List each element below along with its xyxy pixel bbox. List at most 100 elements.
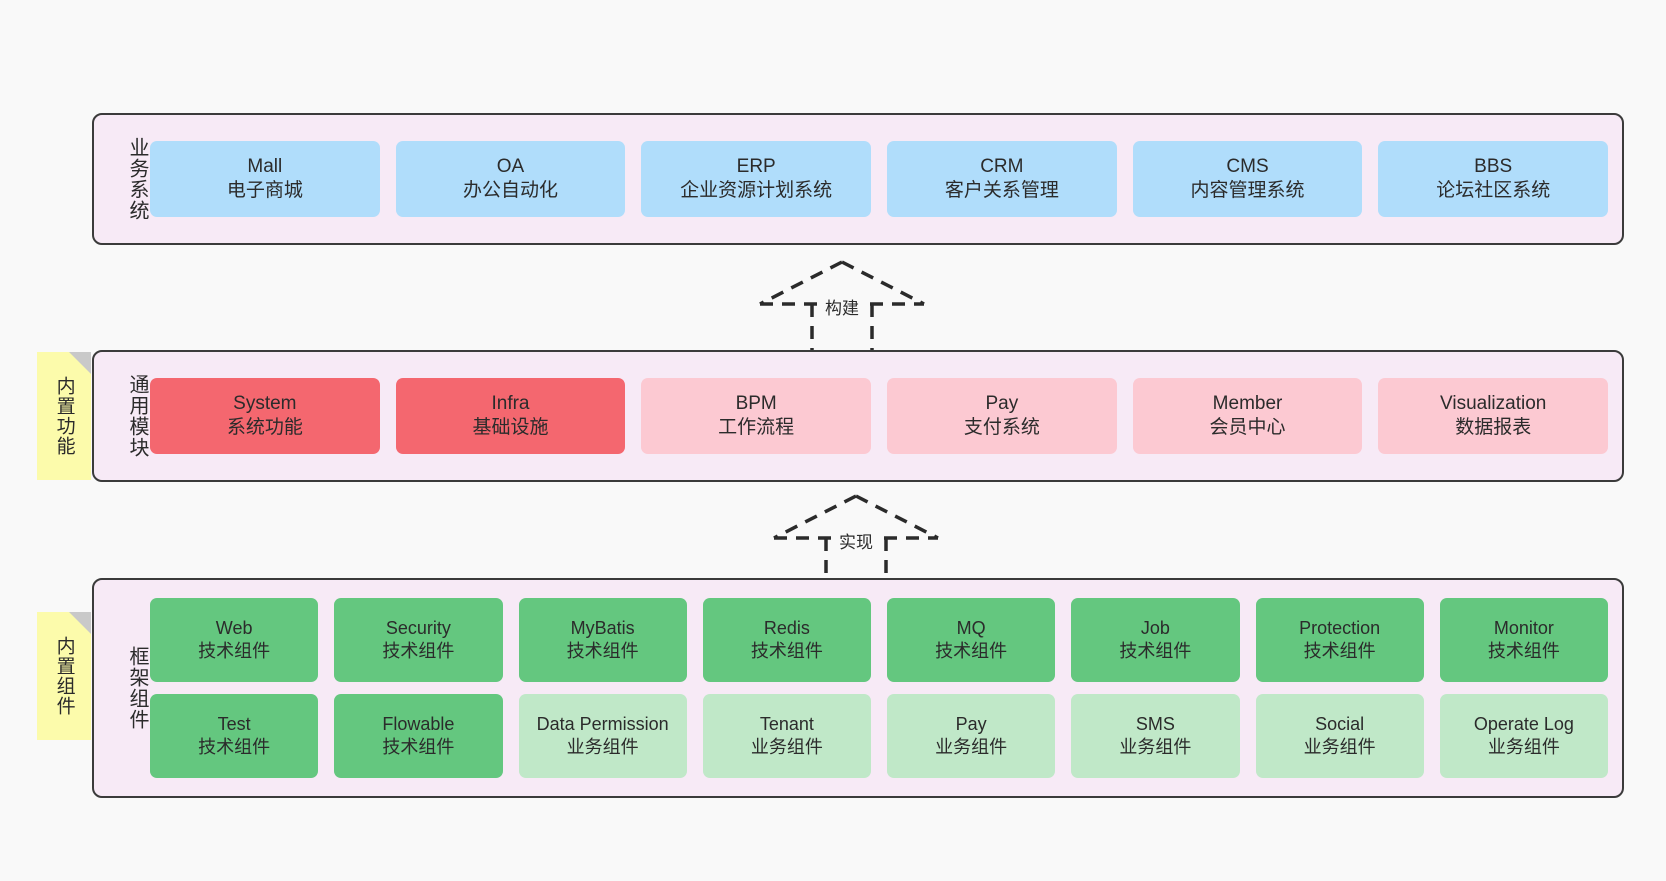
node-subtitle: 业务组件 bbox=[750, 737, 823, 757]
node-row-framework-biz: Test 技术组件 Flowable 技术组件 Data Permission … bbox=[150, 694, 1608, 778]
node-title: Visualization bbox=[1440, 393, 1547, 415]
node-oa[interactable]: OA 办公自动化 bbox=[395, 141, 626, 217]
node-title: Job bbox=[1140, 618, 1170, 639]
node-redis[interactable]: Redis 技术组件 bbox=[702, 598, 871, 682]
node-crm[interactable]: CRM 客户关系管理 bbox=[887, 141, 1117, 217]
layer-label-common: 通用模块 bbox=[126, 374, 148, 458]
connector-realize: 实现 bbox=[756, 492, 956, 592]
node-subtitle: 系统功能 bbox=[226, 417, 303, 438]
layer-body-framework: Web 技术组件 Security 技术组件 MyBatis 技术组件 Redi… bbox=[148, 580, 1622, 796]
layer-label-business: 业务系统 bbox=[126, 137, 148, 221]
node-member[interactable]: Member 会员中心 bbox=[1132, 378, 1363, 454]
node-title: CMS bbox=[1226, 156, 1269, 178]
layer-framework-components: 框架组件 Web 技术组件 Security 技术组件 MyBatis 技术组件… bbox=[92, 578, 1624, 798]
node-subtitle: 技术组件 bbox=[1119, 641, 1192, 661]
node-subtitle: 业务组件 bbox=[1119, 737, 1192, 757]
node-row-framework-tech: Web 技术组件 Security 技术组件 MyBatis 技术组件 Redi… bbox=[150, 598, 1608, 682]
layer-business-systems: 业务系统 Mall 电子商城 OA 办公自动化 ERP 企业资源计划系统 CRM… bbox=[92, 113, 1624, 245]
node-erp[interactable]: ERP 企业资源计划系统 bbox=[641, 141, 872, 217]
node-mall[interactable]: Mall 电子商城 bbox=[150, 141, 380, 217]
node-subtitle: 技术组件 bbox=[382, 737, 455, 757]
node-subtitle: 技术组件 bbox=[935, 641, 1008, 661]
node-flowable[interactable]: Flowable 技术组件 bbox=[334, 694, 503, 778]
node-title: Security bbox=[385, 618, 451, 639]
sticky-note-builtin-features: 内置功能 bbox=[37, 352, 91, 480]
node-title: Pay bbox=[985, 393, 1019, 415]
node-mq[interactable]: MQ 技术组件 bbox=[887, 598, 1056, 682]
node-social[interactable]: Social 业务组件 bbox=[1255, 694, 1424, 778]
arrowhead-right-edge bbox=[841, 260, 925, 306]
node-protection[interactable]: Protection 技术组件 bbox=[1255, 598, 1424, 682]
node-title: Infra bbox=[491, 393, 530, 415]
node-subtitle: 论坛社区系统 bbox=[1436, 180, 1551, 201]
node-row-business: Mall 电子商城 OA 办公自动化 ERP 企业资源计划系统 CRM 客户关系… bbox=[150, 141, 1609, 217]
node-cms[interactable]: CMS 内容管理系统 bbox=[1132, 141, 1363, 217]
node-subtitle: 技术组件 bbox=[198, 641, 271, 661]
node-subtitle: 客户关系管理 bbox=[944, 180, 1059, 201]
node-title: SMS bbox=[1135, 714, 1175, 735]
node-title: BPM bbox=[735, 393, 777, 415]
node-web[interactable]: Web 技术组件 bbox=[150, 598, 319, 682]
node-operate-log[interactable]: Operate Log 业务组件 bbox=[1439, 694, 1608, 778]
node-title: Test bbox=[217, 714, 251, 735]
node-subtitle: 会员中心 bbox=[1209, 417, 1286, 438]
node-title: Redis bbox=[763, 618, 810, 639]
node-title: Data Permission bbox=[536, 714, 669, 735]
node-subtitle: 基础设施 bbox=[472, 417, 549, 438]
connector-label-realize: 实现 bbox=[837, 528, 875, 553]
node-title: ERP bbox=[736, 156, 776, 178]
node-subtitle: 技术组件 bbox=[1303, 641, 1376, 661]
connector-build: 构建 bbox=[742, 258, 942, 358]
node-title: OA bbox=[496, 156, 525, 178]
node-subtitle: 技术组件 bbox=[566, 641, 639, 661]
sticky-note-builtin-components: 内置组件 bbox=[37, 612, 91, 740]
node-title: MQ bbox=[956, 618, 986, 639]
node-subtitle: 业务组件 bbox=[935, 737, 1008, 757]
node-subtitle: 数据报表 bbox=[1455, 417, 1532, 438]
folded-corner-icon bbox=[69, 352, 91, 374]
node-subtitle: 技术组件 bbox=[198, 737, 271, 757]
node-title: Pay bbox=[955, 714, 987, 735]
arrowhead-right-edge bbox=[855, 494, 939, 540]
sticky-note-label: 内置组件 bbox=[53, 636, 75, 716]
node-subtitle: 技术组件 bbox=[382, 641, 455, 661]
node-system[interactable]: System 系统功能 bbox=[150, 378, 380, 454]
node-sms[interactable]: SMS 业务组件 bbox=[1071, 694, 1240, 778]
node-title: Mall bbox=[247, 156, 283, 178]
node-job[interactable]: Job 技术组件 bbox=[1071, 598, 1240, 682]
node-subtitle: 业务组件 bbox=[1487, 737, 1560, 757]
node-title: Flowable bbox=[382, 714, 455, 735]
node-subtitle: 办公自动化 bbox=[463, 180, 559, 201]
node-title: Web bbox=[215, 618, 253, 639]
node-bpm[interactable]: BPM 工作流程 bbox=[641, 378, 872, 454]
node-subtitle: 电子商城 bbox=[226, 180, 303, 201]
node-bbs[interactable]: BBS 论坛社区系统 bbox=[1378, 141, 1609, 217]
layer-label-framework: 框架组件 bbox=[126, 646, 148, 730]
node-title: BBS bbox=[1474, 156, 1513, 178]
node-title: Tenant bbox=[759, 714, 814, 735]
node-security[interactable]: Security 技术组件 bbox=[334, 598, 503, 682]
node-title: Protection bbox=[1299, 618, 1381, 639]
node-subtitle: 技术组件 bbox=[750, 641, 823, 661]
node-subtitle: 业务组件 bbox=[566, 737, 639, 757]
node-pay-module[interactable]: Pay 支付系统 bbox=[887, 378, 1117, 454]
node-title: System bbox=[233, 393, 297, 415]
layer-common-modules: 通用模块 System 系统功能 Infra 基础设施 BPM 工作流程 Pay… bbox=[92, 350, 1624, 482]
arrowhead-left-edge bbox=[759, 260, 843, 306]
node-infra[interactable]: Infra 基础设施 bbox=[395, 378, 626, 454]
node-mybatis[interactable]: MyBatis 技术组件 bbox=[518, 598, 687, 682]
node-data-permission[interactable]: Data Permission 业务组件 bbox=[518, 694, 687, 778]
node-title: MyBatis bbox=[570, 618, 635, 639]
node-pay-component[interactable]: Pay 业务组件 bbox=[887, 694, 1056, 778]
node-title: Social bbox=[1315, 714, 1365, 735]
node-tenant[interactable]: Tenant 业务组件 bbox=[702, 694, 871, 778]
node-monitor[interactable]: Monitor 技术组件 bbox=[1439, 598, 1608, 682]
arrowhead-left-edge bbox=[773, 494, 857, 540]
folded-corner-icon bbox=[69, 612, 91, 634]
sticky-note-label: 内置功能 bbox=[53, 376, 75, 456]
node-subtitle: 工作流程 bbox=[718, 417, 795, 438]
node-title: Member bbox=[1212, 393, 1283, 415]
node-visualization[interactable]: Visualization 数据报表 bbox=[1378, 378, 1609, 454]
node-test[interactable]: Test 技术组件 bbox=[150, 694, 319, 778]
node-title: CRM bbox=[980, 156, 1024, 178]
